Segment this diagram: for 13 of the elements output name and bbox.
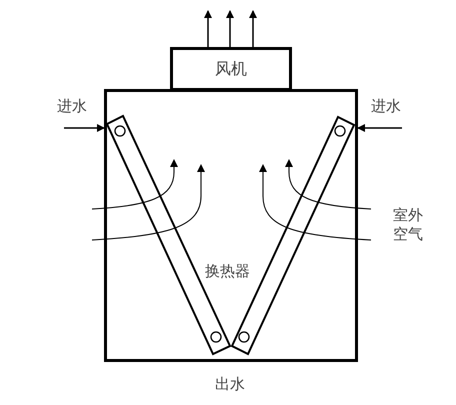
fan-label: 风机	[215, 58, 247, 80]
text-label: 进水	[371, 97, 401, 116]
arrow	[226, 10, 234, 47]
arrow	[204, 10, 212, 47]
arrow	[64, 124, 105, 132]
text-label: 换热器	[205, 262, 250, 281]
arrow	[357, 124, 402, 132]
text-label: 出水	[215, 375, 245, 394]
arrow	[249, 10, 257, 47]
text-label: 进水	[57, 97, 87, 116]
fan-box	[170, 47, 292, 91]
housing-box	[104, 89, 358, 362]
text-label: 室外空气	[393, 206, 424, 244]
